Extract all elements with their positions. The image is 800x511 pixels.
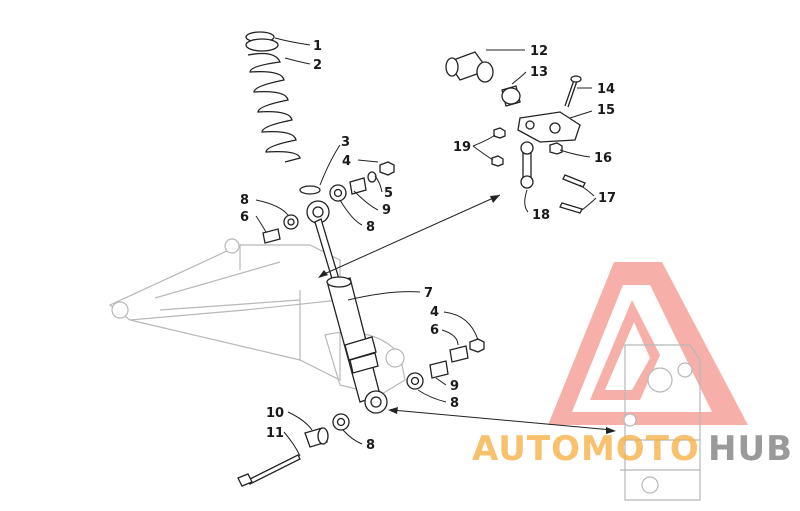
watermark-brand-secondary: HUB (708, 429, 793, 469)
label-9-upper: 9 (382, 203, 391, 218)
label-15: 15 (597, 103, 615, 118)
watermark-text: AUTOMOTO HUB (472, 429, 793, 469)
swing-arm-frame (108, 238, 406, 396)
label-7: 7 (424, 286, 433, 301)
label-3: 3 (341, 135, 350, 150)
upper-hardware (262, 161, 395, 244)
linkage-assembly (445, 51, 586, 214)
label-13: 13 (530, 65, 548, 80)
label-16: 16 (594, 151, 612, 166)
label-19: 19 (453, 140, 471, 155)
label-8-upper-left: 8 (240, 193, 249, 208)
watermark-brand-primary: AUTOMOTO (472, 429, 700, 469)
label-4-upper: 4 (342, 154, 351, 169)
label-2: 2 (313, 58, 322, 73)
direction-arrows (318, 194, 616, 434)
label-9-lower: 9 (450, 379, 459, 394)
label-11: 11 (266, 426, 284, 441)
label-6-lower: 6 (430, 323, 439, 338)
label-1: 1 (313, 39, 322, 54)
label-8-lower-right: 8 (450, 396, 459, 411)
label-5: 5 (384, 186, 393, 201)
label-8-upper-right: 8 (366, 220, 375, 235)
shock-spring (245, 31, 321, 195)
label-18: 18 (532, 208, 550, 223)
shock-absorber (306, 200, 388, 414)
label-6-upper: 6 (240, 210, 249, 225)
watermark-logo (548, 262, 748, 425)
lower-hardware (237, 338, 485, 487)
label-14: 14 (597, 82, 615, 97)
part-labels: 1 2 3 4 5 9 8 8 6 12 13 14 15 19 16 17 1… (240, 39, 616, 453)
label-17: 17 (598, 191, 616, 206)
leader-lines (255, 37, 597, 457)
faint-bracket-assembly (620, 344, 701, 501)
label-12: 12 (530, 44, 548, 59)
label-8-lower-left: 8 (366, 438, 375, 453)
label-10: 10 (266, 406, 284, 421)
label-4-lower: 4 (430, 305, 439, 320)
